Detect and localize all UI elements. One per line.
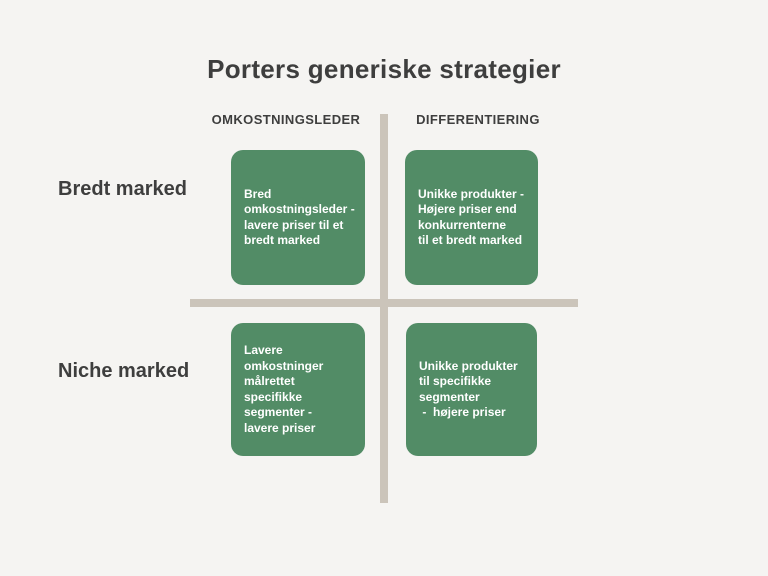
- matrix-divider-horizontal: [190, 299, 578, 307]
- matrix-cell-text: Bred omkostningsleder - lavere priser ti…: [244, 186, 355, 248]
- matrix-cell-text: Unikke produkter - Højere priser end kon…: [418, 186, 525, 248]
- row-label-bredt-marked: Bredt marked: [58, 178, 187, 200]
- column-header-omkostningsleder: OMKOSTNINGSLEDER: [211, 112, 361, 127]
- matrix-cell-text: Unikke produkter til specifikke segmente…: [419, 358, 518, 420]
- matrix-cell-text: Lavere omkostninger målrettet specifikke…: [244, 343, 324, 435]
- column-header-differentiering: DIFFERENTIERING: [416, 112, 540, 127]
- matrix-cell-bredt-omkostningsleder: Bred omkostningsleder - lavere priser ti…: [231, 150, 365, 285]
- matrix-divider-vertical: [380, 114, 388, 503]
- page-title: Porters generiske strategier: [207, 54, 561, 84]
- matrix-cell-bredt-differentiering: Unikke produkter - Højere priser end kon…: [405, 150, 538, 285]
- matrix-cell-niche-omkostningsleder: Lavere omkostninger målrettet specifikke…: [231, 323, 365, 456]
- row-label-niche-marked: Niche marked: [58, 360, 190, 382]
- matrix-cell-niche-differentiering: Unikke produkter til specifikke segmente…: [406, 323, 537, 456]
